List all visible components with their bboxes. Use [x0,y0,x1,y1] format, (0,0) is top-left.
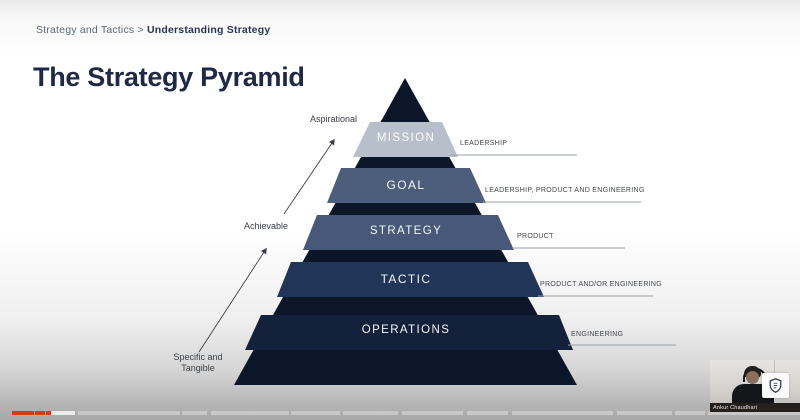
breadcrumb-section: Strategy and Tactics [36,24,135,36]
owner-label-mission: LEADERSHIP [460,140,508,147]
chapter-segment[interactable] [35,411,45,415]
video-progress-bar[interactable] [0,411,800,415]
webcam-name-strip: Ankur Chaudhari [710,403,800,412]
breadcrumb-page: Understanding Strategy [146,24,271,36]
presenter-webcam: Ankur Chaudhari [710,360,800,412]
band-tactic [277,262,544,297]
qualifier-aspirational: Aspirational [310,114,358,124]
qualifier-achievable: Achievable [244,221,289,231]
shield-icon [769,378,782,393]
chapter-segment[interactable] [12,411,34,415]
chapter-segment[interactable] [617,411,672,415]
chapter-segment[interactable] [512,411,613,415]
chapter-segment[interactable] [343,411,398,415]
owner-label-operations: ENGINEERING [571,331,624,338]
chapter-segment[interactable] [46,411,51,415]
band-mission [353,122,458,157]
pyramid-level-strategy: STRATEGY [369,225,443,237]
pyramid-level-operations: OPERATIONS [361,324,451,336]
slide-title: The Strategy Pyramid [33,62,305,92]
chapter-segment[interactable] [211,411,289,415]
presenter-name: Ankur Chaudhari [713,405,758,411]
owner-label-tactic: PRODUCT AND/OR ENGINEERING [540,281,663,288]
chapter-segment[interactable] [467,411,508,415]
chapter-segment[interactable] [182,411,207,415]
chapter-segment[interactable] [291,411,340,415]
band-operations [245,315,573,350]
breadcrumb-separator: > [134,24,147,36]
presenter-face [746,371,759,384]
owner-label-strategy: PRODUCT [517,233,554,240]
chapter-segment[interactable] [51,411,75,415]
chapter-segment[interactable] [78,411,180,415]
qualifier-specific-tangible: Specific and Tangible [173,352,223,373]
pyramid-level-mission: MISSION [376,132,436,144]
band-goal [327,168,486,203]
pyramid-level-tactic: TACTIC [380,272,432,286]
breadcrumb: Strategy and Tactics > Understanding Str… [36,24,270,36]
chapter-segment[interactable] [675,411,705,415]
arrow-aspirational-icon [283,138,335,215]
channel-logo [762,373,789,398]
chapter-segment[interactable] [708,411,800,415]
chapter-segment[interactable] [402,411,463,415]
band-strategy [303,215,514,250]
pyramid-level-goal: GOAL [386,178,426,192]
owner-label-goal: LEADERSHIP, PRODUCT AND ENGINEERING [485,187,645,194]
arrow-achievable-icon [198,247,267,353]
